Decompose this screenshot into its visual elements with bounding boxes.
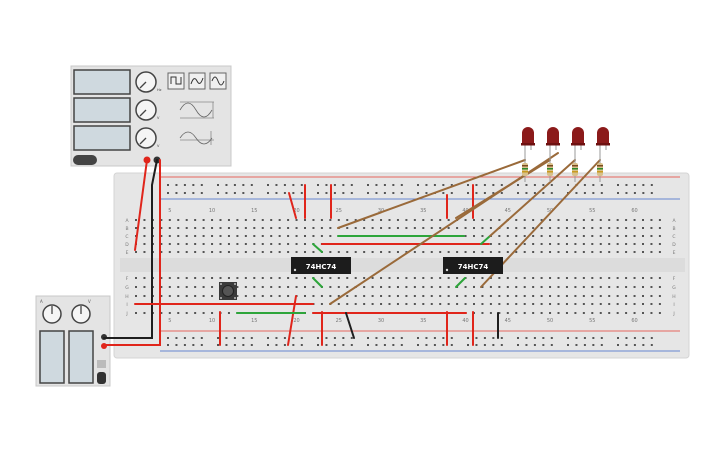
current-display — [39, 330, 65, 384]
row-letter: C — [125, 234, 128, 240]
column-number: 25 — [336, 318, 342, 324]
breadboard[interactable]: 5510101515202025253030353540404545505055… — [113, 172, 690, 359]
row-letter: I — [673, 302, 674, 308]
column-number: 45 — [505, 318, 511, 324]
column-number: 35 — [420, 318, 426, 324]
row-letter: E — [126, 250, 129, 256]
offset-knob-label: V — [157, 144, 160, 148]
wire-brown[interactable] — [337, 159, 526, 229]
row-letter: H — [672, 294, 675, 300]
column-number: 15 — [251, 208, 257, 214]
row-letter: C — [672, 234, 675, 240]
display-frequency — [73, 69, 131, 95]
wire-black[interactable] — [103, 159, 158, 339]
sine-wave-icon — [211, 76, 225, 86]
column-number: 5 — [168, 208, 171, 214]
offset-graphic — [179, 131, 214, 145]
chip-74hc74-right[interactable]: 74HC74 — [443, 257, 503, 274]
column-number: 50 — [547, 208, 553, 214]
led-array — [521, 127, 610, 182]
chip-label: 74HC74 — [306, 263, 337, 271]
row-letter: F — [126, 276, 129, 282]
row-letter: A — [125, 218, 129, 224]
row-letter: I — [126, 302, 127, 308]
current-knob-label: A — [40, 299, 43, 304]
square-wave-icon — [170, 76, 182, 85]
row-letter: J — [672, 311, 674, 317]
column-number: 55 — [589, 208, 595, 214]
column-number: 30 — [378, 318, 384, 324]
triangle-wave-button[interactable] — [188, 72, 206, 90]
triangle-wave-icon — [190, 77, 204, 85]
led[interactable] — [571, 127, 585, 158]
wire-green[interactable] — [312, 277, 323, 288]
chip-74hc74-left[interactable]: 74HC74 — [291, 257, 351, 274]
amplitude-graphic — [179, 101, 214, 119]
voltage-display — [68, 330, 94, 384]
column-number: 35 — [420, 208, 426, 214]
column-number: 55 — [589, 318, 595, 324]
row-letter: D — [125, 242, 129, 248]
column-number: 60 — [631, 208, 637, 214]
display-offset — [73, 125, 131, 151]
amp-knob-label: V — [157, 116, 160, 120]
resistor[interactable] — [572, 158, 578, 182]
row-letter: G — [125, 285, 129, 291]
column-number: 60 — [631, 318, 637, 324]
wire-red[interactable] — [134, 159, 148, 251]
square-wave-button[interactable] — [167, 72, 185, 90]
power-supply[interactable]: A V — [35, 295, 111, 387]
wire-brown[interactable] — [329, 152, 559, 305]
led[interactable] — [596, 127, 610, 158]
wire-brown[interactable] — [489, 159, 576, 237]
column-number: 20 — [293, 208, 299, 214]
led[interactable] — [546, 127, 560, 158]
wires[interactable] — [103, 152, 601, 346]
wire-green[interactable] — [480, 235, 491, 245]
resistor[interactable] — [522, 158, 528, 182]
resistor[interactable] — [597, 158, 603, 182]
freq-knob-label: Hz — [157, 88, 162, 92]
power-switch[interactable] — [97, 360, 106, 368]
sine-wave-button[interactable] — [209, 72, 227, 90]
push-button[interactable] — [219, 282, 237, 300]
wire-green[interactable] — [455, 277, 466, 288]
row-letter: G — [672, 285, 676, 291]
column-numbers: 5510101515202025253030353540404545505055… — [168, 208, 638, 324]
column-number: 10 — [209, 208, 215, 214]
row-letter: A — [672, 218, 676, 224]
column-number: 15 — [251, 318, 257, 324]
column-number: 50 — [547, 318, 553, 324]
breadboard-holes — [135, 184, 661, 346]
resistor[interactable] — [547, 158, 553, 182]
wire-black[interactable] — [345, 312, 355, 339]
column-number: 20 — [293, 318, 299, 324]
row-letter: E — [673, 250, 676, 256]
row-letter: H — [125, 294, 128, 300]
gnd-terminal[interactable] — [73, 155, 97, 165]
wire-red[interactable] — [288, 192, 297, 219]
chip-label: 74HC74 — [458, 263, 489, 271]
row-letter: J — [125, 311, 127, 317]
power-jack[interactable] — [97, 372, 106, 384]
row-letter: B — [125, 226, 128, 232]
column-number: 40 — [462, 318, 468, 324]
column-number: 10 — [209, 318, 215, 324]
wire-green[interactable] — [312, 243, 323, 253]
row-letter: D — [672, 242, 676, 248]
column-number: 25 — [336, 208, 342, 214]
wire-red[interactable] — [103, 159, 161, 346]
display-amplitude — [73, 97, 131, 123]
column-number: 5 — [168, 318, 171, 324]
row-letter: F — [673, 276, 676, 282]
voltage-knob-label: V — [88, 299, 91, 304]
row-letter: B — [672, 226, 675, 232]
column-number: 30 — [378, 208, 384, 214]
function-generator[interactable]: Hz V V — [70, 65, 232, 167]
column-number: 45 — [505, 208, 511, 214]
led[interactable] — [521, 127, 535, 158]
